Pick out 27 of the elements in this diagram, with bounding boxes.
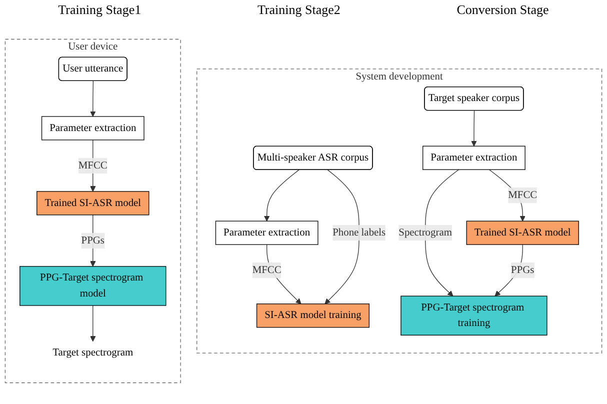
node-box: Parameter extraction	[41, 116, 144, 140]
edge-label: MFCC	[252, 264, 282, 276]
arrow	[424, 169, 460, 296]
edge-label: Spectrogram	[398, 226, 452, 238]
node-box: Parameter extraction	[422, 146, 526, 170]
node-box: Parameter extraction	[215, 220, 318, 245]
stage-heading: Conversion Stage	[456, 2, 549, 18]
node-text: Target spectrogram	[52, 347, 134, 358]
arrow	[90, 305, 96, 342]
arrow	[471, 110, 477, 146]
node-box: PPG-Target spectrogram model	[20, 266, 166, 306]
edge-label: PPGs	[511, 264, 534, 276]
edge-label: PPGs	[81, 234, 104, 246]
arrow	[90, 80, 96, 117]
edge-label: MFCC	[78, 160, 108, 171]
node-box: PPG-Target spectrogram training	[400, 296, 548, 336]
node-box: Trained SI-ASR model	[36, 191, 150, 216]
node-box: SI-ASR model training	[256, 304, 370, 328]
node-box: Trained SI-ASR model	[466, 220, 579, 245]
edge-label: MFCC	[508, 189, 538, 201]
edge-label: Phone labels	[332, 226, 386, 238]
arrow	[494, 244, 523, 296]
stage-heading: Training Stage1	[58, 2, 142, 18]
stage-heading: Training Stage2	[257, 2, 340, 18]
arrow	[90, 214, 96, 267]
arrow	[264, 170, 300, 222]
arrow	[324, 170, 360, 304]
